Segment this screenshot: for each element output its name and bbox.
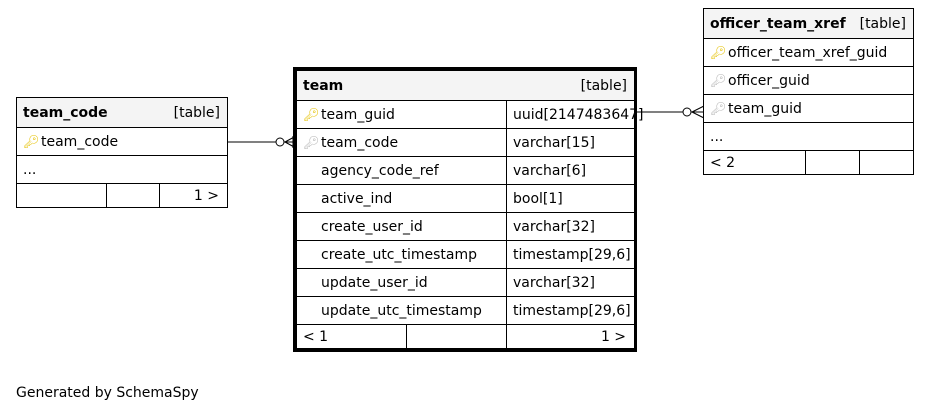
- footer-right: [859, 150, 914, 175]
- generated-by-label: Generated by SchemaSpy: [16, 385, 199, 401]
- column-name: team_guid: [321, 106, 395, 123]
- table-type-tag: [table]: [859, 15, 906, 32]
- column-name: team_guid: [728, 100, 802, 117]
- column-row: 🔑︎team_code: [15, 127, 229, 156]
- column-type: varchar[6]: [505, 156, 636, 185]
- parents-count[interactable]: < 2: [703, 150, 806, 175]
- column-name-cell: update_utc_timestamp: [296, 296, 507, 325]
- table-name: officer_team_xref: [710, 15, 846, 32]
- column-row: 🔑︎officer_guid: [703, 66, 914, 95]
- column-row: agency_code_ref varchar[6]: [296, 156, 636, 185]
- primary-key-icon: 🔑︎: [23, 134, 40, 150]
- table-type-tag: [table]: [173, 104, 221, 121]
- relationship-team-to-officer-team-xref: [636, 105, 705, 119]
- column-row: update_user_id varchar[32]: [296, 268, 636, 297]
- children-count[interactable]: 1 >: [158, 183, 229, 208]
- column-type: uuid[2147483647]: [505, 100, 644, 129]
- primary-key-icon: 🔑︎: [303, 107, 320, 123]
- column-row: create_utc_timestamp timestamp[29,6]: [296, 240, 636, 269]
- footer-middle: [406, 324, 507, 349]
- footer-middle: [805, 150, 860, 175]
- column-row: 🔑︎team_guid uuid[2147483647]: [296, 100, 644, 129]
- column-type: varchar[15]: [505, 128, 636, 157]
- column-type: varchar[32]: [505, 212, 636, 241]
- more-columns-row: ...: [15, 155, 229, 184]
- column-name-cell: active_ind: [296, 184, 507, 213]
- table-team[interactable]: team [table] 🔑︎team_guid uuid[2147483647…: [293, 67, 644, 352]
- column-type: timestamp[29,6]: [505, 296, 636, 325]
- table-type-tag: [table]: [580, 77, 628, 94]
- table-team-code[interactable]: team_code [table] 🔑︎team_code ... 1 >: [15, 97, 229, 208]
- column-row: update_utc_timestamp timestamp[29,6]: [296, 296, 636, 325]
- primary-key-icon: 🔑︎: [710, 45, 727, 61]
- foreign-key-icon: 🔑︎: [303, 135, 320, 151]
- column-name: update_user_id: [321, 274, 428, 291]
- foreign-key-icon: 🔑︎: [710, 101, 727, 117]
- more-columns-row: ...: [703, 122, 914, 151]
- footer-middle: [106, 183, 160, 208]
- column-type: timestamp[29,6]: [505, 240, 636, 269]
- table-name: team: [303, 77, 344, 94]
- parents-count[interactable]: < 1: [296, 324, 407, 349]
- column-row: 🔑︎team_code varchar[15]: [296, 128, 636, 157]
- column-name-cell: agency_code_ref: [296, 156, 507, 185]
- table-header: team [table]: [295, 70, 636, 101]
- table-header: team_code [table]: [15, 97, 229, 128]
- column-row: 🔑︎team_guid: [703, 94, 914, 123]
- column-name: officer_team_xref_guid: [728, 44, 888, 61]
- column-type: varchar[32]: [505, 268, 636, 297]
- column-name: active_ind: [321, 190, 393, 207]
- column-name-cell: 🔑︎team_guid: [296, 100, 507, 129]
- column-name: create_user_id: [321, 218, 423, 235]
- column-name-cell: create_utc_timestamp: [296, 240, 507, 269]
- column-name: update_utc_timestamp: [321, 302, 482, 319]
- foreign-key-icon: 🔑︎: [710, 73, 727, 89]
- relationship-team-code-to-team: [227, 135, 297, 149]
- table-name: team_code: [23, 104, 108, 121]
- column-name: team_code: [321, 134, 399, 151]
- column-row: active_ind bool[1]: [296, 184, 636, 213]
- column-type: bool[1]: [505, 184, 636, 213]
- column-row: create_user_id varchar[32]: [296, 212, 636, 241]
- column-name-cell: 🔑︎team_code: [296, 128, 507, 157]
- column-name: agency_code_ref: [321, 162, 439, 179]
- column-name: officer_guid: [728, 72, 810, 89]
- table-header: officer_team_xref [table]: [703, 8, 914, 39]
- table-officer-team-xref[interactable]: officer_team_xref [table] 🔑︎officer_team…: [703, 8, 914, 175]
- column-name: team_code: [41, 133, 119, 150]
- children-count[interactable]: 1 >: [505, 324, 636, 349]
- column-row: 🔑︎officer_team_xref_guid: [703, 38, 914, 67]
- column-name: create_utc_timestamp: [321, 246, 478, 263]
- column-name-cell: update_user_id: [296, 268, 507, 297]
- column-name-cell: create_user_id: [296, 212, 507, 241]
- footer-left: [16, 183, 107, 208]
